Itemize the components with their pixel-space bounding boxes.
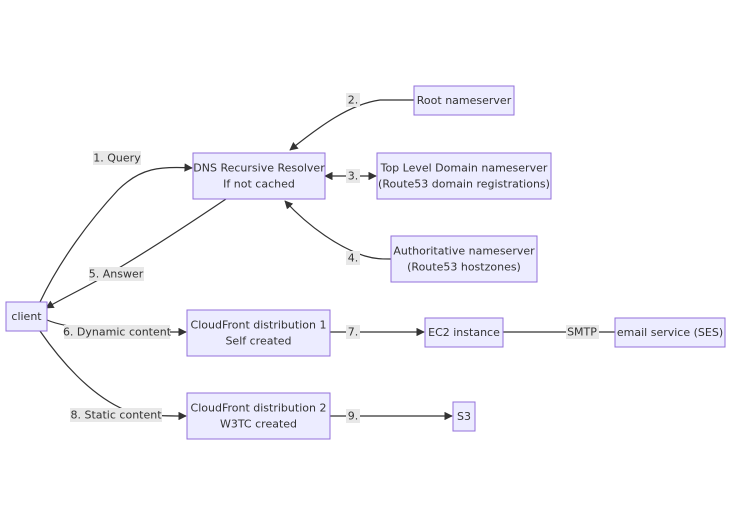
svg-text:7.: 7. [348,326,359,339]
edge-answer [45,198,227,309]
svg-text:Authoritative nameserver: Authoritative nameserver [393,245,535,258]
node-authoritative-nameserver: Authoritative nameserver (Route53 hostzo… [390,235,538,283]
edge-static [39,330,187,421]
svg-text:W3TC created: W3TC created [220,418,297,431]
svg-text:4.: 4. [348,252,359,265]
svg-text:9.: 9. [348,410,359,423]
edge-label-root: 2. [346,93,360,107]
svg-text:CloudFront distribution 2: CloudFront distribution 2 [191,402,327,415]
edge-query [39,163,193,303]
svg-text:5. Answer: 5. Answer [89,268,144,281]
svg-text:CloudFront distribution 1: CloudFront distribution 1 [191,319,327,332]
edge-label-smtp: SMTP [566,325,599,339]
edge-auth [284,200,392,260]
edge-label-dynamic: 6. Dynamic content [63,325,172,339]
edge-label-static: 8. Static content [70,408,162,422]
edge-label-ec2: 7. [346,325,360,339]
svg-text:3.: 3. [348,170,359,183]
svg-text:8. Static content: 8. Static content [70,409,162,422]
edge-label-answer: 5. Answer [89,267,144,281]
svg-text:Root nameserver: Root nameserver [417,94,512,107]
svg-text:(Route53 hostzones): (Route53 hostzones) [407,261,521,274]
edge-label-tld: 3. [346,169,360,183]
node-s3: S3 [452,401,476,432]
edge-label-auth: 4. [346,251,360,265]
svg-text:Self created: Self created [225,335,291,348]
svg-text:SMTP: SMTP [567,326,597,339]
svg-text:email service (SES): email service (SES) [617,326,723,339]
svg-text:DNS Recursive Resolver: DNS Recursive Resolver [193,162,325,175]
node-email-service: email service (SES) [614,317,726,348]
svg-text:client: client [11,310,42,323]
node-client: client [5,301,48,332]
svg-text:S3: S3 [457,410,471,423]
node-dns-recursive-resolver: DNS Recursive Resolver If not cached [192,152,326,200]
node-tld-nameserver: Top Level Domain nameserver (Route53 dom… [376,152,552,200]
edge-root [289,99,414,151]
node-ec2-instance: EC2 instance [424,317,504,348]
svg-text:(Route53 domain registrations): (Route53 domain registrations) [378,178,550,191]
edge-label-query: 1. Query [93,151,141,165]
svg-text:Top Level Domain nameserver: Top Level Domain nameserver [380,162,548,175]
node-cloudfront-1: CloudFront distribution 1 Self created [186,309,331,357]
svg-text:2.: 2. [348,94,359,107]
node-cloudfront-2: CloudFront distribution 2 W3TC created [186,392,331,440]
node-root-nameserver: Root nameserver [413,85,515,116]
svg-text:If not cached: If not cached [223,178,295,191]
svg-text:EC2 instance: EC2 instance [428,326,500,339]
edge-label-s3: 9. [346,409,360,423]
svg-text:1. Query: 1. Query [93,152,141,165]
svg-text:6. Dynamic content: 6. Dynamic content [63,326,172,339]
